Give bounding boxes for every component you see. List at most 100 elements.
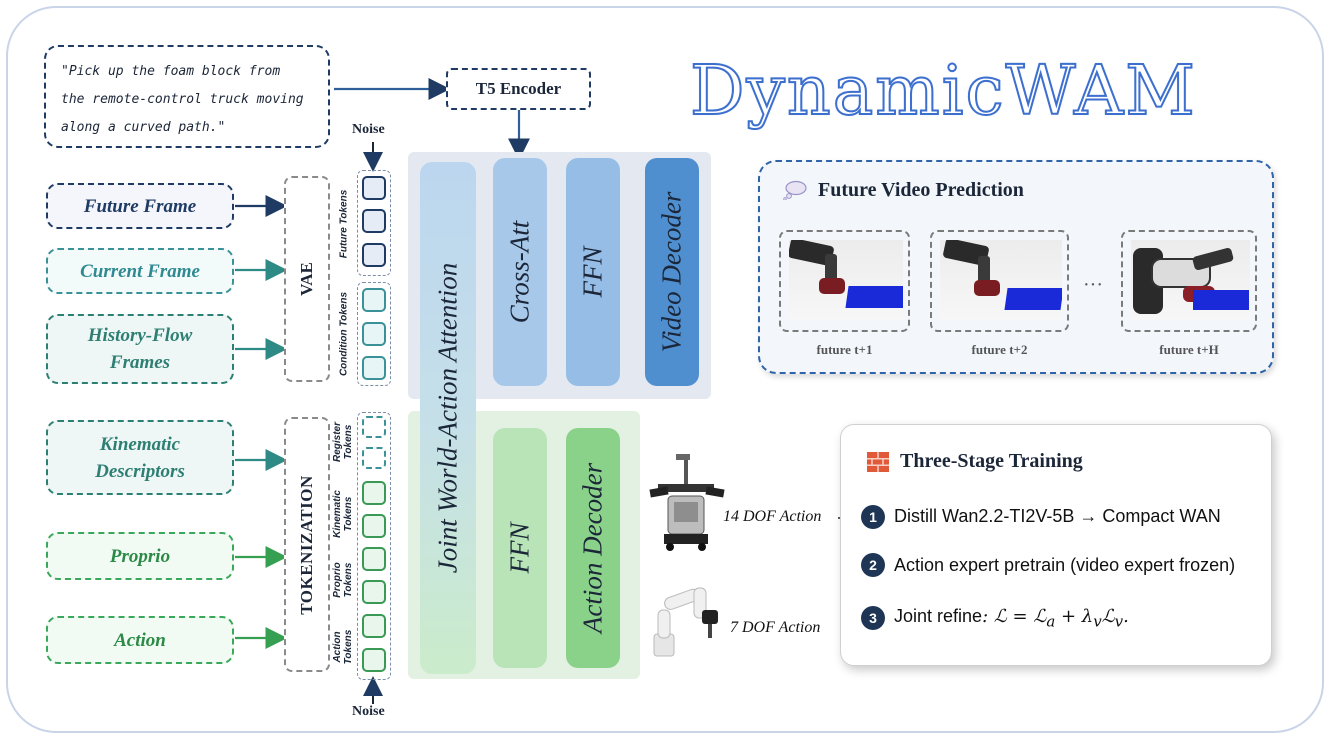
register-tokens-label: Register Tokens [332, 422, 354, 462]
caption-future-th: future t+H [1159, 342, 1219, 357]
caption-future-t2: future t+2 [971, 342, 1028, 357]
condition-token [362, 288, 386, 312]
history-flow-line-1: History-Flow [87, 325, 193, 346]
prompt-line-1: "Pick up the foam block from [61, 64, 281, 79]
single-arm-robot-image [653, 587, 718, 657]
vae-label: VAE [297, 262, 316, 296]
action-ffn-label: FFN [504, 522, 535, 574]
tokenization-block: TOKENIZATION [284, 417, 330, 672]
condition-tokens-label: Condition Tokens [338, 291, 350, 377]
register-token [362, 416, 386, 438]
vae-block: VAE [284, 176, 330, 382]
condition-token [362, 356, 386, 380]
action-input: Action [46, 616, 234, 664]
video-decoder-block: Video Decoder [645, 158, 699, 386]
prompt-line-2: the remote-control truck moving [61, 92, 304, 107]
formula-sub: a [1046, 612, 1056, 631]
proprio-tokens-label: Proprio Tokens [332, 562, 354, 598]
kinematic-token [362, 481, 386, 505]
step-1-text: Distill Wan2.2-TI2V-5B → Compact WAN [894, 506, 1221, 526]
thought-bubble-icon [783, 180, 807, 200]
bimanual-robot-image [649, 454, 725, 551]
condition-token [362, 322, 386, 346]
action-label-1: Action [332, 631, 343, 663]
future-frame-thumb-h [1121, 230, 1257, 332]
frames-ellipsis: ··· [1083, 274, 1103, 296]
step-2-text: Action expert pretrain (video expert fro… [894, 555, 1236, 575]
step-3-formula: : ℒ = ℒa + λvℒv. [982, 606, 1129, 631]
kinematic-token [362, 514, 386, 538]
future-token-group [357, 170, 391, 276]
robot-frame-image [940, 240, 1062, 320]
noise-bottom-label: Noise [352, 704, 385, 719]
proprio-token [362, 580, 386, 604]
formula-sub: v [1114, 612, 1124, 631]
proprio-token [362, 547, 386, 571]
kinematic-descriptors-input: Kinematic Descriptors [46, 420, 234, 495]
register-token [362, 447, 386, 469]
formula-part: ℒ [1101, 606, 1115, 627]
training-title: Three-Stage Training [900, 450, 1083, 472]
action-token-group [357, 412, 391, 680]
action-ffn-block: FFN [493, 428, 547, 668]
diagram-title: DynamicWAM [689, 51, 1197, 132]
register-label-1: Register [332, 421, 343, 463]
video-decoder-label: Video Decoder [656, 191, 687, 353]
robot-frame-image [1131, 240, 1250, 320]
action-tokens-label: Action Tokens [332, 630, 354, 665]
proprio-label-2: Tokens [343, 562, 354, 598]
tokenization-label: TOKENIZATION [297, 474, 316, 615]
action-decoder-label: Action Decoder [577, 462, 608, 634]
future-token [362, 209, 386, 233]
action-token [362, 648, 386, 672]
formula-part: : ℒ = ℒ [982, 606, 1047, 627]
t5-encoder: T5 Encoder [446, 68, 591, 110]
video-ffn-label: FFN [577, 246, 608, 298]
future-token [362, 243, 386, 267]
history-flow-frames-input: History-Flow Frames [46, 314, 234, 384]
step-1-badge: 1 [861, 505, 885, 529]
prompt-line-3: along a curved path." [61, 120, 226, 135]
proprio-label-1: Proprio [332, 562, 343, 598]
action-token [362, 614, 386, 638]
history-flow-line-2: Frames [109, 352, 171, 373]
kinematic-tokens-label: Kinematic Tokens [332, 490, 354, 538]
joint-attention-label: Joint World-Action Attention [432, 262, 463, 574]
step-2-badge: 2 [861, 553, 885, 577]
future-frame-thumb-1 [779, 230, 910, 332]
brick-wall-icon [867, 452, 889, 472]
step-3-prefix: Joint refine [894, 606, 983, 626]
joint-world-action-attention: Joint World-Action Attention [420, 162, 476, 674]
kinematic-line-1: Kinematic [99, 433, 181, 455]
condition-token-group [357, 282, 391, 386]
current-frame-input: Current Frame [46, 248, 234, 294]
noise-top-label: Noise [352, 122, 385, 137]
cross-attention-block: Cross-Att [493, 158, 547, 386]
step-3-text: Joint refine: ℒ = ℒa + λvℒv. [894, 606, 1129, 631]
register-label-2: Tokens [343, 424, 354, 460]
caption-future-t1: future t+1 [816, 342, 873, 357]
action-decoder-block: Action Decoder [566, 428, 620, 668]
video-ffn-block: FFN [566, 158, 620, 386]
kinematic-line-2: Descriptors [95, 460, 185, 482]
future-frame-input: Future Frame [46, 183, 234, 229]
kinematic-label-1: Kinematic [332, 490, 343, 538]
formula-part: . [1123, 606, 1129, 627]
action-label-2: Tokens [343, 629, 354, 665]
formula-sub: v [1093, 612, 1102, 631]
step-3-badge: 3 [861, 606, 885, 630]
proprio-input: Proprio [46, 532, 234, 580]
instruction-prompt: "Pick up the foam block from the remote-… [44, 45, 330, 148]
formula-part: + λ [1055, 606, 1094, 627]
future-frame-thumb-2 [930, 230, 1069, 332]
future-video-title: Future Video Prediction [818, 179, 1024, 201]
dof14-action-label: 14 DOF Action [723, 508, 822, 525]
robot-frame-image [789, 240, 903, 320]
future-token [362, 176, 386, 200]
cross-att-label: Cross-Att [504, 220, 535, 324]
three-stage-training-panel [840, 424, 1272, 666]
future-tokens-label: Future Tokens [338, 189, 350, 259]
dof7-action-label: 7 DOF Action [730, 619, 821, 636]
kinematic-label-2: Tokens [343, 496, 354, 532]
